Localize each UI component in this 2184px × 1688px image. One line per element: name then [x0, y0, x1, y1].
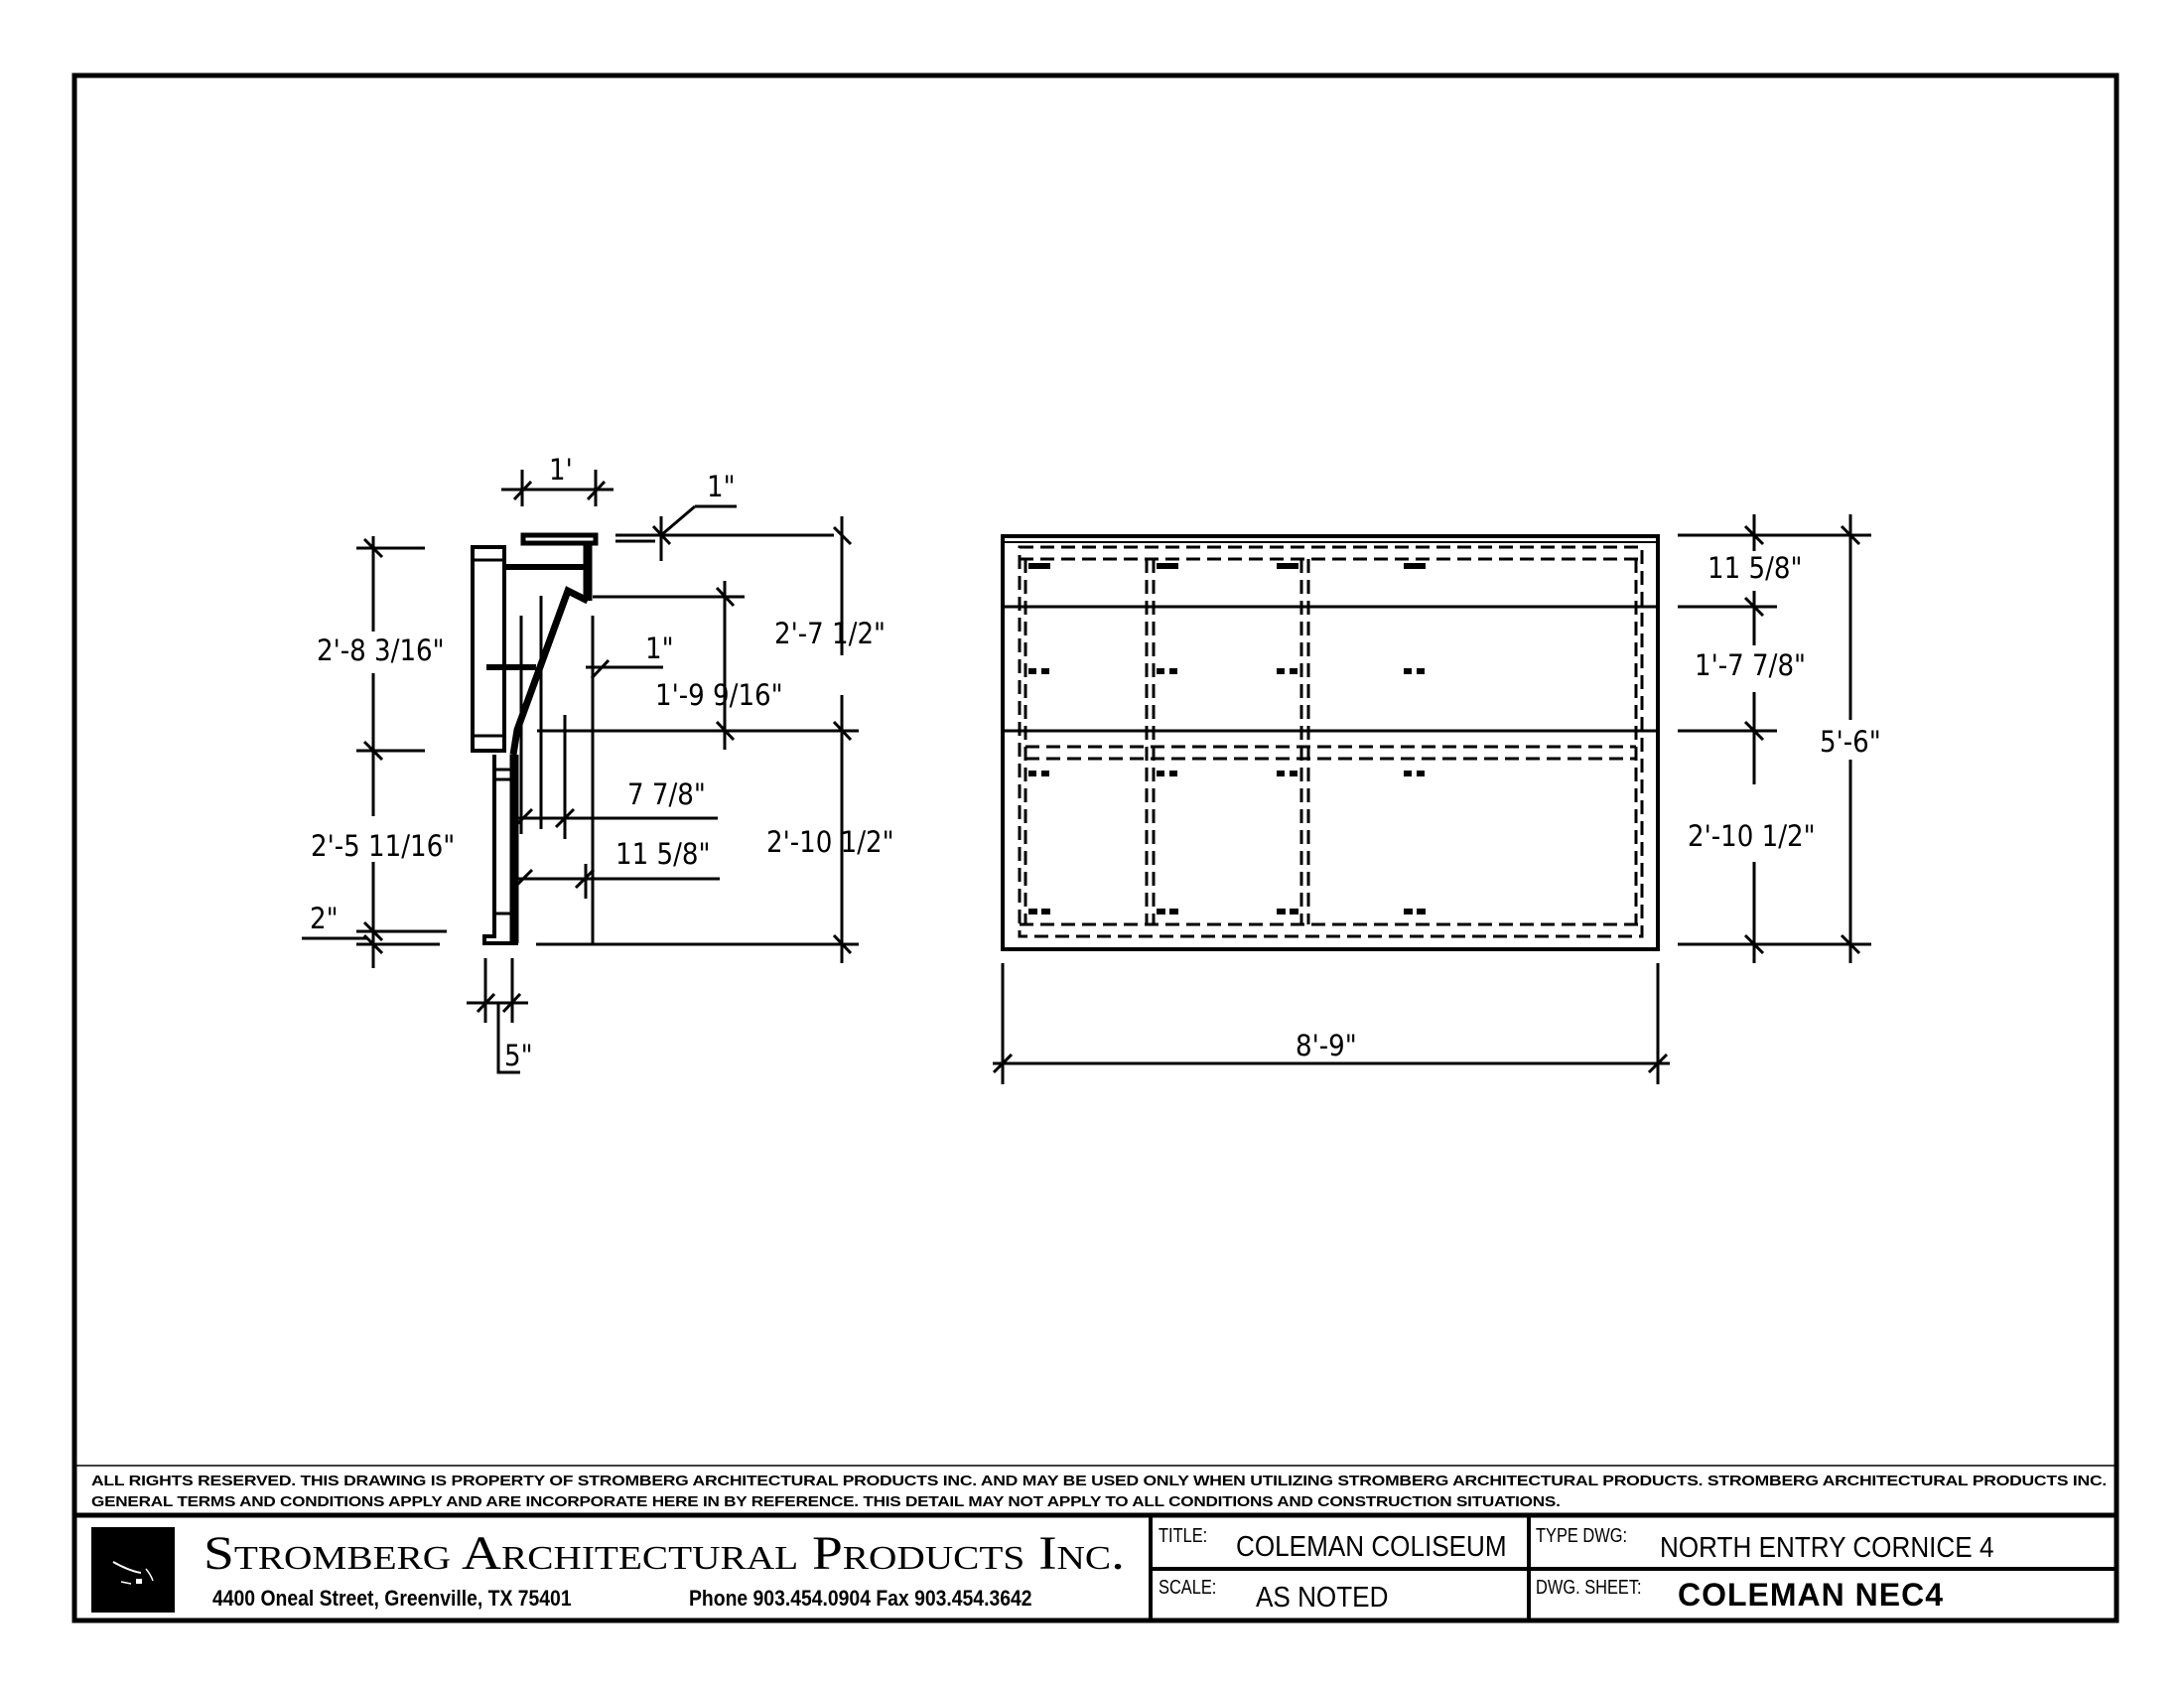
title-value: COLEMAN COLISEUM — [1236, 1531, 1507, 1563]
company-phone-fax: Phone 903.454.0904 Fax 903.454.3642 — [689, 1586, 1032, 1611]
dim-top-flange: 1" — [707, 470, 736, 503]
clip-marks — [1028, 563, 1426, 914]
type-dwg-label: TYPE DWG: — [1536, 1525, 1628, 1547]
section-dimension-lines — [302, 470, 859, 1074]
dim-lower-height-right: 2'-10 1/2" — [766, 825, 894, 859]
sheet-border — [71, 72, 2119, 1623]
title-label: TITLE: — [1159, 1525, 1208, 1547]
dim-lower-height-left: 2'-5 11/16" — [311, 829, 455, 863]
dim-inner-offset: 1" — [645, 632, 674, 665]
company-name: Stromberg Architectural Products Inc. — [204, 1527, 1125, 1580]
dim-top-band: 11 5/8" — [1707, 551, 1802, 585]
hidden-frame — [1018, 545, 1644, 938]
dwg-sheet-label: DWG. SHEET: — [1536, 1577, 1642, 1599]
elevation-dimension-lines — [992, 514, 1871, 1084]
section-view — [471, 532, 599, 945]
dim-mid-height: 1'-9 9/16" — [655, 678, 783, 712]
dwg-sheet-value: COLEMAN NEC4 — [1678, 1577, 1945, 1613]
disclaimer-line-1: ALL RIGHTS RESERVED. THIS DRAWING IS PRO… — [91, 1474, 2107, 1489]
dim-upper-height-left: 2'-8 3/16" — [317, 633, 445, 667]
elevation-view — [1001, 534, 1660, 951]
company-address: 4400 Oneal Street, Greenville, TX 75401 — [212, 1586, 572, 1611]
disclaimer-line-2: GENERAL TERMS AND CONDITIONS APPLY AND A… — [91, 1494, 1561, 1510]
dim-total-width: 8'-9" — [1296, 1029, 1357, 1062]
dim-bottom-width: 5" — [504, 1039, 533, 1072]
elevation-outline — [1001, 534, 1660, 951]
dim-projection-a: 7 7/8" — [627, 777, 706, 811]
top-cap — [520, 532, 599, 546]
dim-upper-height-right: 2'-7 1/2" — [774, 617, 886, 650]
scale-label: SCALE: — [1159, 1577, 1217, 1599]
dim-middle-band: 1'-7 7/8" — [1695, 648, 1806, 682]
scale-value: AS NOTED — [1256, 1582, 1389, 1614]
company-logo-icon — [91, 1527, 175, 1613]
back-panel — [471, 545, 506, 753]
dim-projection-b: 11 5/8" — [615, 837, 710, 871]
dim-bottom-lip: 2" — [310, 902, 339, 935]
dim-top-width: 1' — [549, 453, 573, 487]
type-dwg-value: NORTH ENTRY CORNICE 4 — [1660, 1532, 1994, 1564]
dim-total-height: 5'-6" — [1820, 725, 1881, 759]
dim-bottom-band: 2'-10 1/2" — [1688, 819, 1816, 853]
